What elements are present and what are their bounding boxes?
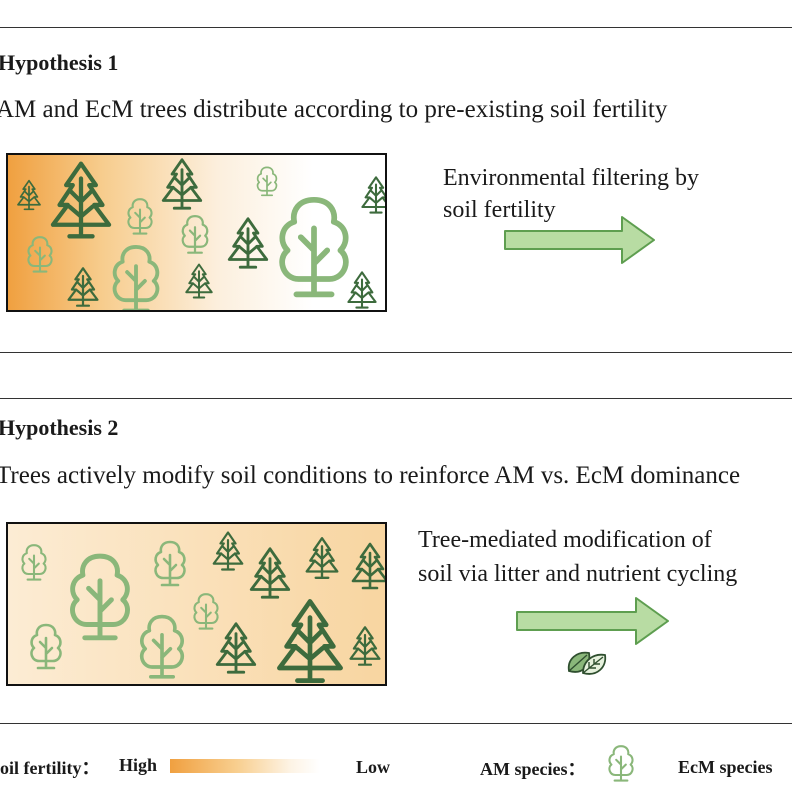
leaf-litter-icon bbox=[567, 651, 607, 675]
hypothesis-1-label-line2: soil fertility bbox=[443, 197, 556, 223]
hypothesis-1-arrow-icon bbox=[504, 216, 655, 264]
legend-high-label: High bbox=[119, 755, 158, 775]
hypothesis-1-forest-illustration bbox=[8, 155, 385, 310]
divider-middle-2 bbox=[0, 398, 792, 399]
hypothesis-1-heading: Hypothesis 1 bbox=[0, 50, 119, 75]
hypothesis-2-forest-panel bbox=[6, 522, 387, 686]
hypothesis-2-label-line2: soil via litter and nutrient cycling bbox=[418, 561, 738, 587]
legend-ecm-species-label: EcM species bbox=[678, 757, 773, 777]
legend-low-label: Low bbox=[356, 757, 391, 777]
hypothesis-1-description: AM and EcM trees distribute according to… bbox=[0, 96, 668, 123]
divider-bottom bbox=[0, 723, 792, 724]
hypothesis-2-forest-illustration bbox=[8, 524, 385, 684]
hypothesis-2-description: Trees actively modify soil conditions to… bbox=[0, 462, 741, 489]
divider-middle-1 bbox=[0, 352, 792, 353]
legend-soil-fertility-label: Soil fertility： bbox=[0, 758, 100, 778]
hypothesis-2-label-line1: Tree-mediated modification of bbox=[418, 527, 712, 553]
hypothesis-1-label-line1: Environmental filtering by bbox=[443, 165, 699, 191]
hypothesis-1-forest-panel bbox=[6, 153, 387, 312]
legend-am-species-label: AM species： bbox=[480, 759, 586, 779]
hypothesis-2-arrow-icon bbox=[516, 597, 669, 645]
am-species-legend-icon bbox=[608, 745, 634, 782]
divider-top bbox=[0, 27, 792, 28]
legend-fertility-gradient-bar bbox=[170, 759, 320, 773]
hypothesis-2-heading: Hypothesis 2 bbox=[0, 415, 119, 440]
